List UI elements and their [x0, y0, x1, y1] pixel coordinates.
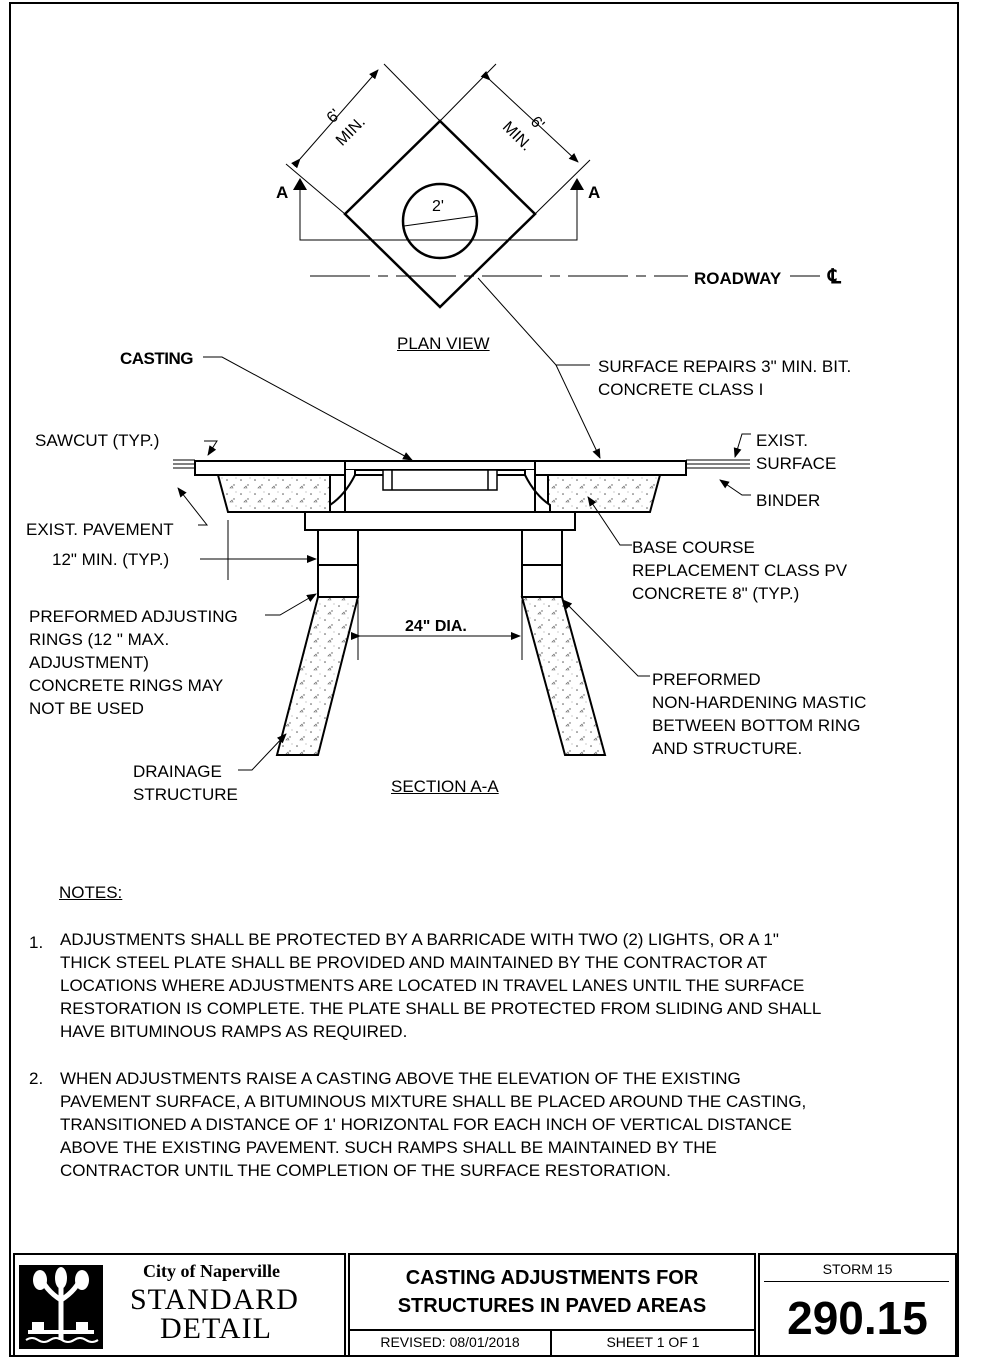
note-1-line: RESTORATION IS COMPLETE. THE PLATE SHALL…	[60, 999, 822, 1018]
section-mark-left: A	[276, 183, 289, 202]
casting-label: CASTING	[120, 349, 194, 368]
base-course-label-3: CONCRETE 8" (TYP.)	[632, 584, 800, 603]
sheet-number: SHEET 1 OF 1	[606, 1334, 700, 1350]
surface-repairs-label-1: SURFACE REPAIRS 3" MIN. BIT.	[598, 357, 852, 376]
plan-view-title: PLAN VIEW	[397, 334, 490, 353]
section-a-a	[173, 356, 751, 771]
sheet-cell	[550, 1329, 756, 1357]
number-divider	[764, 1281, 949, 1282]
diameter-label: 24" DIA.	[405, 618, 467, 635]
section-mark-right: A	[588, 183, 601, 202]
rings-label-1: PREFORMED ADJUSTING	[29, 607, 238, 626]
title-block-logo-cell	[13, 1253, 346, 1357]
standard-label: STANDARD	[130, 1283, 299, 1316]
base-course-label-1: BASE COURSE	[632, 538, 755, 557]
mastic-label-1: PREFORMED	[652, 670, 761, 689]
note-1-line: HAVE BITUMINOUS RAMPS AS REQUIRED.	[60, 1022, 408, 1041]
plan-circle-dim: 2'	[432, 198, 444, 215]
mastic-label-4: AND STRUCTURE.	[652, 739, 803, 758]
note-2-number: 2.	[29, 1069, 44, 1088]
plan-view	[285, 63, 820, 459]
plan-opening-circle	[401, 182, 479, 260]
binder-label: BINDER	[756, 491, 821, 510]
note-2-line: ABOVE THE EXISTING PAVEMENT. SUCH RAMPS …	[60, 1138, 717, 1157]
rings-label-3: ADJUSTMENT)	[29, 653, 149, 672]
note-1-number: 1.	[29, 933, 44, 952]
section-title: SECTION A-A	[391, 777, 499, 796]
note-1-line: THICK STEEL PLATE SHALL BE PROVIDED AND …	[60, 953, 768, 972]
plan-casting-diamond	[343, 119, 537, 309]
min12-label: 12" MIN. (TYP.)	[52, 550, 170, 569]
note-2-line: WHEN ADJUSTMENTS RAISE A CASTING ABOVE T…	[60, 1069, 741, 1088]
rings-label-5: NOT BE USED	[29, 699, 144, 718]
drainage-label-2: STRUCTURE	[133, 785, 238, 804]
roadway-label: ROADWAY	[694, 269, 782, 288]
drainage-label-1: DRAINAGE	[133, 762, 222, 781]
detail-number: 290.15	[787, 1292, 928, 1344]
note-2-line: PAVEMENT SURFACE, A BITUMINOUS MIXTURE S…	[60, 1092, 807, 1111]
naperville-tree-logo	[19, 1265, 103, 1349]
note-1-line: LOCATIONS WHERE ADJUSTMENTS ARE LOCATED …	[60, 976, 805, 995]
base-course-label-2: REPLACEMENT CLASS PV	[632, 561, 848, 580]
title-block-number-cell	[758, 1253, 957, 1357]
note-2-line: CONTRACTOR UNTIL THE COMPLETION OF THE S…	[60, 1161, 671, 1180]
surface-label: SURFACE	[756, 454, 837, 473]
notes-heading: NOTES:	[59, 883, 123, 902]
rings-label-4: CONCRETE RINGS MAY	[29, 676, 224, 695]
exist-pavement-label: EXIST. PAVEMENT	[26, 520, 174, 539]
mastic-label-2: NON-HARDENING MASTIC	[652, 693, 867, 712]
drawing-title-line2: STRUCTURES IN PAVED AREAS	[397, 1295, 707, 1317]
drawing-title-line1: CASTING ADJUSTMENTS FOR	[405, 1267, 699, 1289]
exist-label: EXIST.	[756, 431, 808, 450]
centerline-symbol: ℄	[828, 266, 841, 288]
note-1-line: ADJUSTMENTS SHALL BE PROTECTED BY A BARR…	[60, 930, 779, 949]
note-2-line: TRANSITIONED A DISTANCE OF 1' HORIZONTAL…	[60, 1115, 792, 1134]
city-name: City of Naperville	[143, 1261, 280, 1281]
mastic-label-3: BETWEEN BOTTOM RING	[652, 716, 861, 735]
category-label: STORM 15	[822, 1261, 893, 1277]
rings-label-2: RINGS (12 " MAX.	[29, 630, 170, 649]
surface-repairs-label-2: CONCRETE CLASS I	[598, 380, 764, 399]
detail-label: DETAIL	[160, 1312, 272, 1345]
revised-date: REVISED: 08/01/2018	[380, 1334, 520, 1350]
sawcut-label: SAWCUT (TYP.)	[35, 431, 160, 450]
